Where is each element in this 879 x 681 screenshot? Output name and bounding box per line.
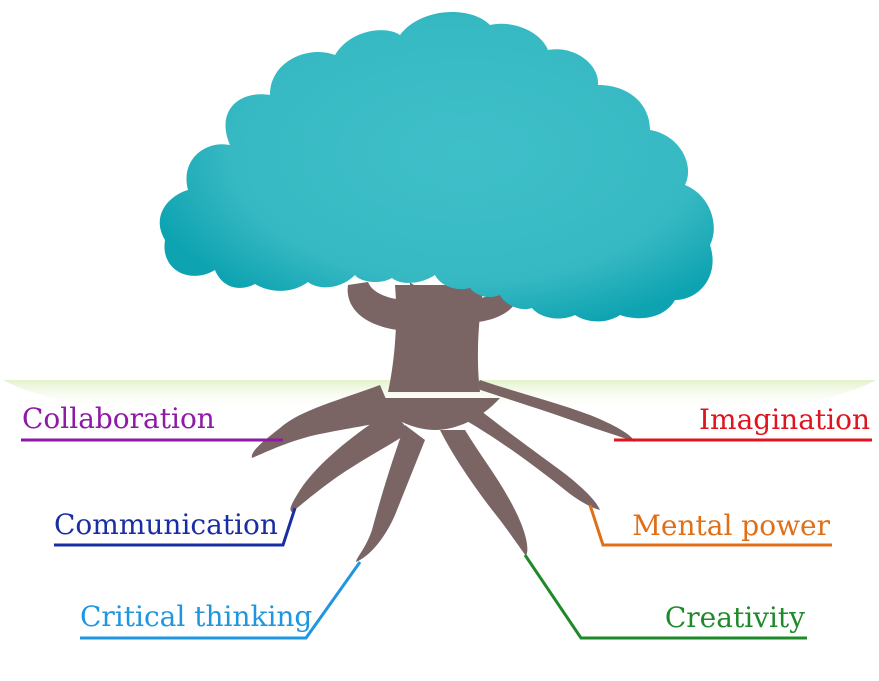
critical-thinking-connector xyxy=(80,561,362,640)
canopy xyxy=(159,12,714,322)
label-communication: Communication xyxy=(54,508,278,541)
label-critical-thinking: Critical thinking xyxy=(80,600,313,633)
label-imagination: Imagination xyxy=(698,403,870,436)
connector-lines xyxy=(21,438,872,640)
creativity-connector xyxy=(523,554,807,640)
ground xyxy=(3,380,876,410)
label-creativity: Creativity xyxy=(664,601,805,634)
trunk-and-roots xyxy=(251,282,635,562)
label-collaboration: Collaboration xyxy=(22,402,215,435)
communication-connector xyxy=(54,507,297,547)
mental-power-connector xyxy=(588,504,832,547)
label-mental-power: Mental power xyxy=(632,509,830,542)
